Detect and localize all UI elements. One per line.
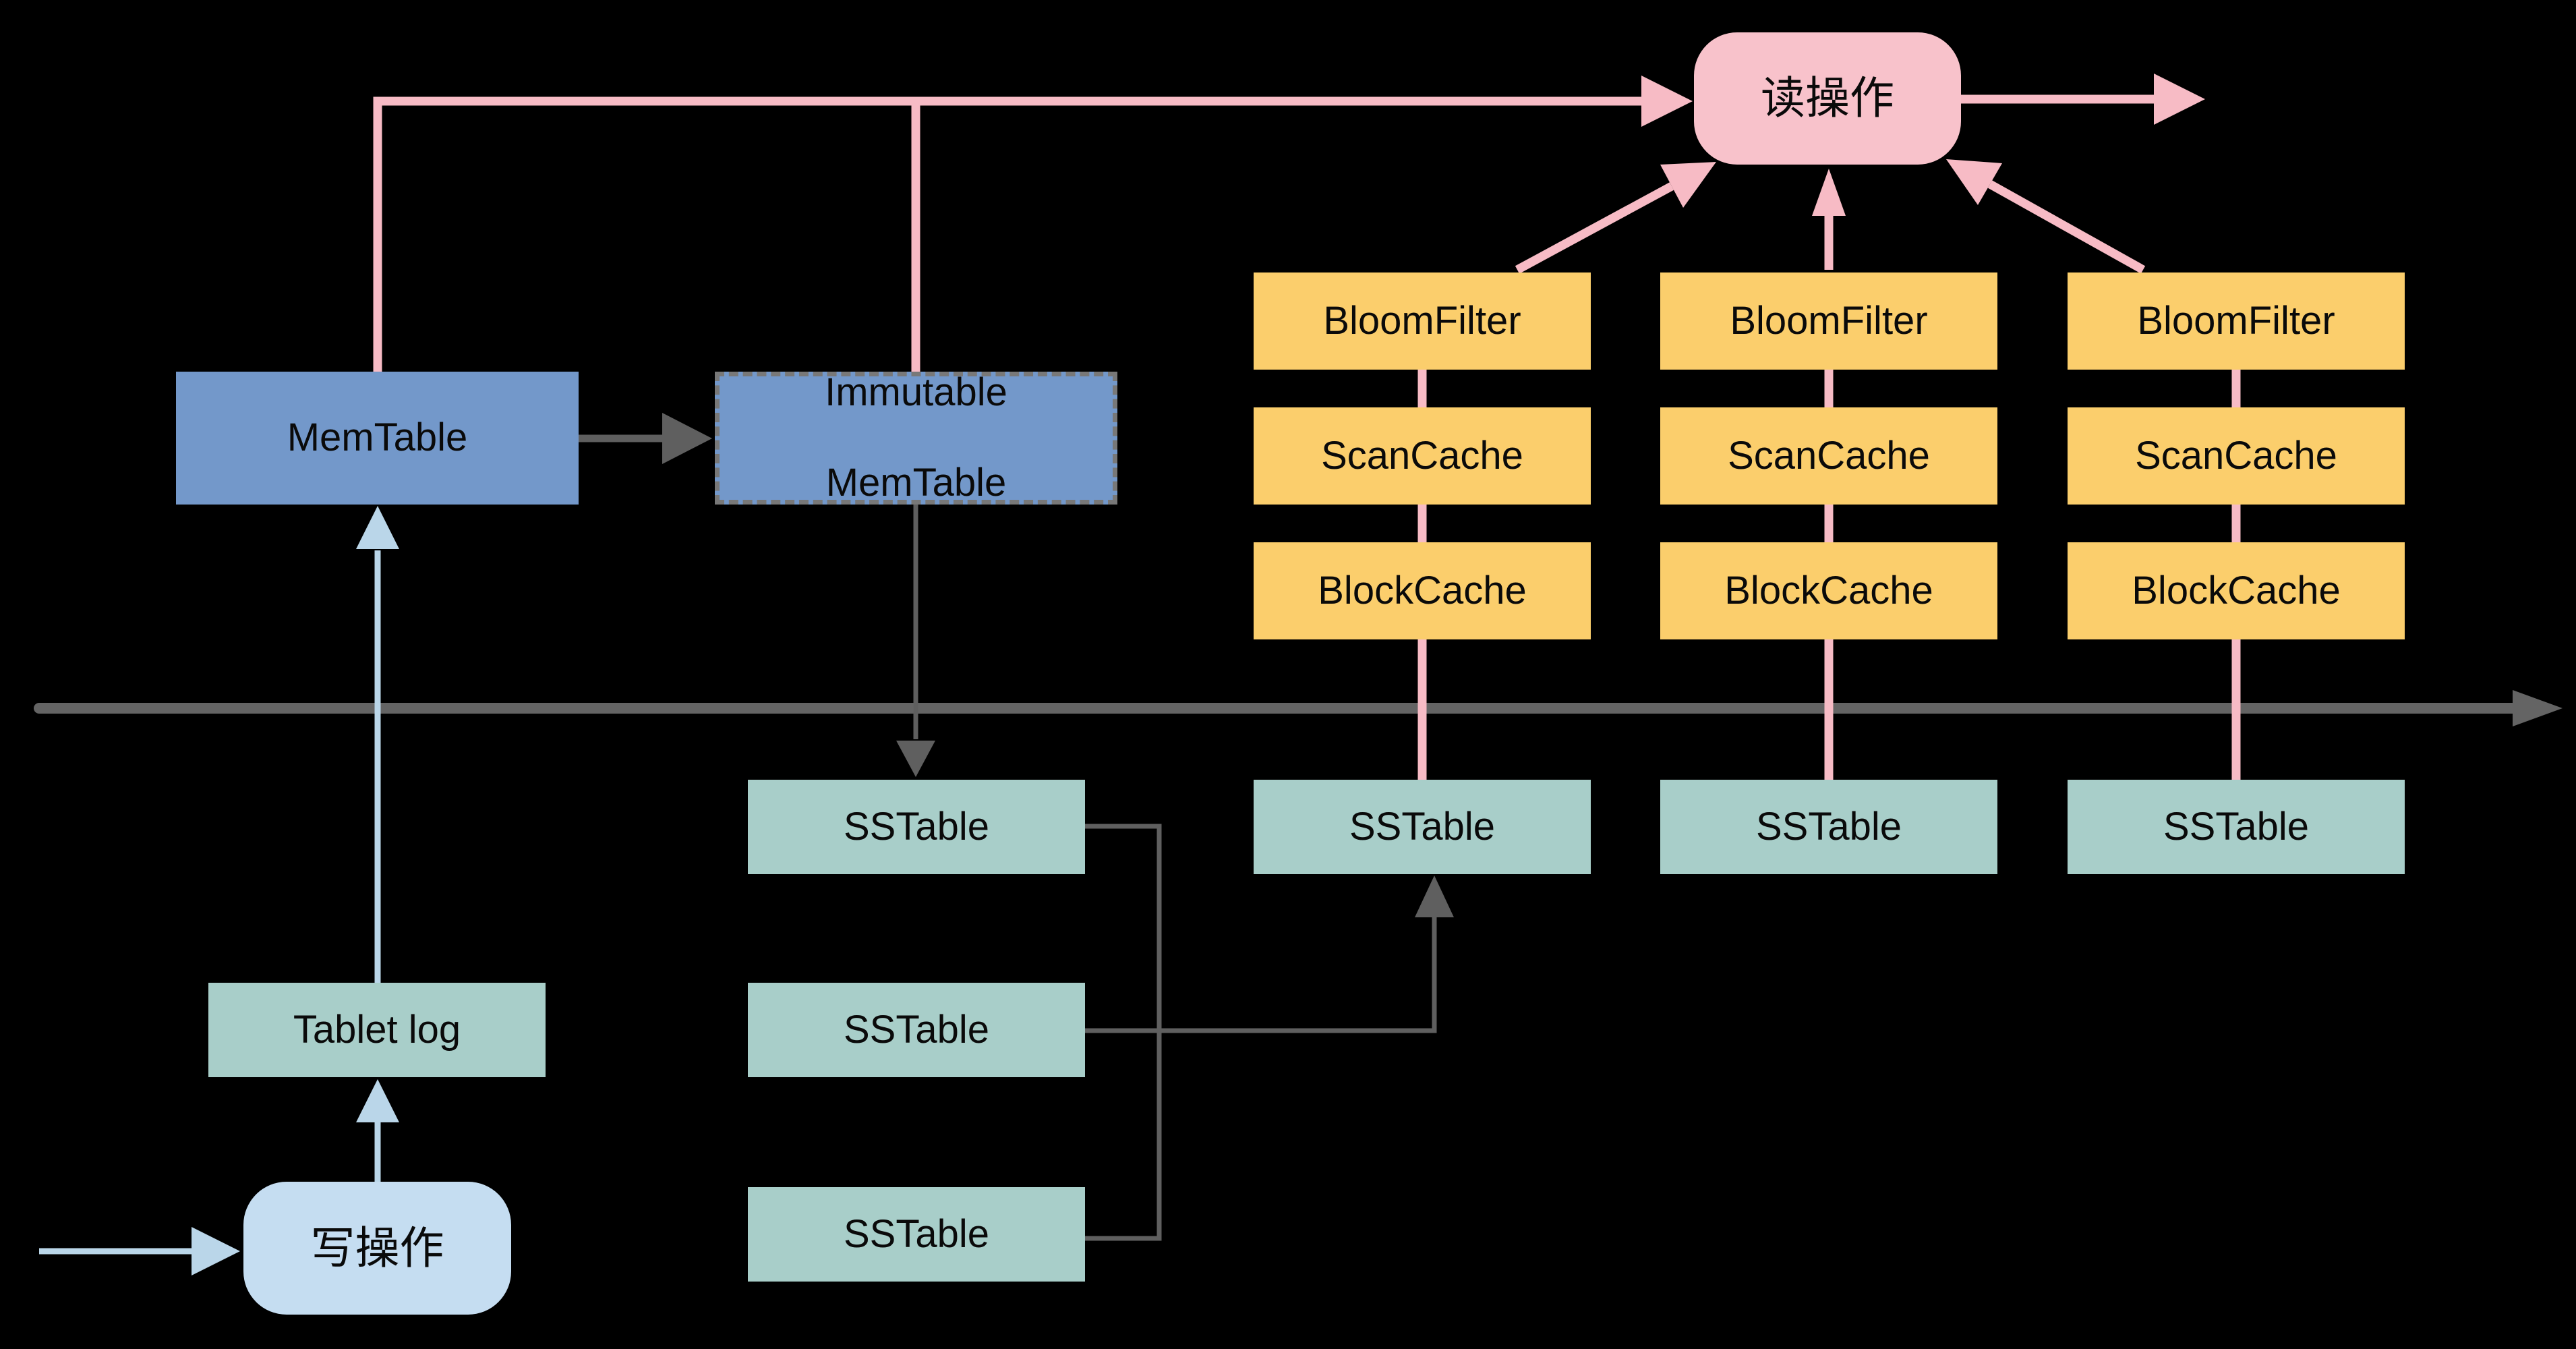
memtable-freeze-arrow: [579, 413, 712, 464]
immutable-memtable-line1: Immutable: [825, 370, 1007, 415]
tablet-log-node: Tablet log: [208, 983, 546, 1077]
compaction-arrow: [1085, 876, 1454, 1033]
read-op-node: 读操作: [1694, 32, 1961, 165]
read-path-from-memtables: [373, 76, 1693, 372]
scancache-node-col2: ScanCache: [1660, 407, 1997, 505]
read-arrow-from-col1: [1515, 162, 1716, 274]
sstable-node-flushed: SSTable: [748, 780, 1085, 874]
scancache-node-col3: ScanCache: [2068, 407, 2405, 505]
sstable-node-col2: SSTable: [1660, 780, 1997, 874]
sstable-node-col1: SSTable: [1254, 780, 1591, 874]
bloomfilter-node-col2: BloomFilter: [1660, 272, 1997, 370]
sstable-node-old: SSTable: [748, 1187, 1085, 1282]
memory-disk-divider: [34, 690, 2563, 726]
sstable-node-mid: SSTable: [748, 983, 1085, 1077]
write-input-arrow: [39, 1227, 240, 1275]
blockcache-node-col3: BlockCache: [2068, 542, 2405, 639]
read-arrow-from-col3: [1946, 159, 2146, 274]
minor-compaction-flush-arrow: [896, 505, 935, 777]
blockcache-node-col2: BlockCache: [1660, 542, 1997, 639]
memtable-node: MemTable: [176, 372, 579, 505]
write-op-node: 写操作: [243, 1182, 511, 1315]
blockcache-node-col1: BlockCache: [1254, 542, 1591, 639]
scancache-node-col1: ScanCache: [1254, 407, 1591, 505]
read-arrow-from-col2: [1812, 169, 1846, 270]
bloomfilter-node-col3: BloomFilter: [2068, 272, 2405, 370]
sstable-node-col3: SSTable: [2068, 780, 2405, 874]
read-output-arrow: [1961, 74, 2205, 125]
bloomfilter-node-col1: BloomFilter: [1254, 272, 1591, 370]
write-to-tabletlog-arrow: [356, 1079, 399, 1182]
tabletlog-to-memtable-arrow: [356, 506, 399, 983]
immutable-memtable-node: Immutable MemTable: [715, 370, 1117, 505]
immutable-memtable-line2: MemTable: [825, 460, 1007, 505]
